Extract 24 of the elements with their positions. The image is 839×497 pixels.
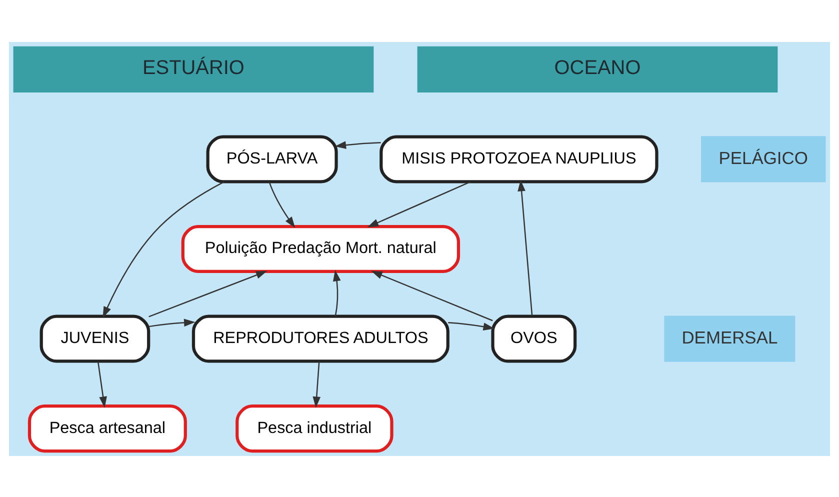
- node-box: OVOS: [491, 314, 577, 362]
- node-box: JUVENIS: [40, 314, 150, 362]
- node-box: Poluição Predação Mort. natural: [181, 224, 460, 272]
- arrow: [334, 140, 381, 148]
- node-box: Pesca industrial: [236, 404, 394, 452]
- arrow: [332, 269, 341, 316]
- node-box: REPRODUTORES ADULTOS: [192, 314, 450, 362]
- node-box: ESTUÁRIO: [13, 46, 374, 92]
- arrow: [102, 180, 224, 318]
- node-box: DEMERSAL: [664, 315, 796, 362]
- arrow: [367, 180, 471, 227]
- arrow: [312, 361, 321, 408]
- node-box: Pesca artesanal: [28, 404, 187, 452]
- arrow: [268, 181, 296, 228]
- node-box: PÓS-LARVA: [206, 134, 338, 183]
- arrow: [448, 321, 495, 330]
- node-box: PELÁGICO: [701, 136, 826, 182]
- node-box: OCEANO: [417, 46, 778, 92]
- arrow: [518, 179, 533, 316]
- arrow: [148, 270, 268, 317]
- arrow: [148, 318, 196, 327]
- arrow: [371, 270, 493, 321]
- node-box: MISIS PROTOZOEA NAUPLIUS: [380, 134, 658, 183]
- arrow: [97, 361, 107, 408]
